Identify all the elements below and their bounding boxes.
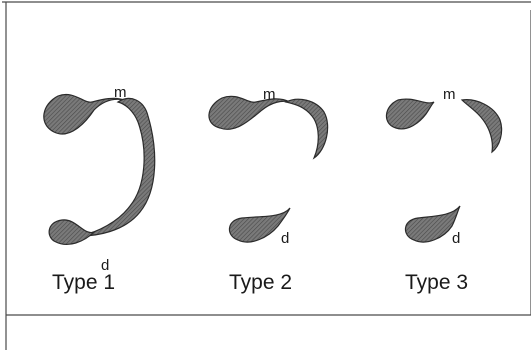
label-d: d [281,230,289,247]
panel-type-1: m d Type 1 [44,84,155,294]
panel-type-3: m d Type 3 [386,86,501,294]
caption-type-3: Type 3 [405,271,468,294]
label-d: d [452,230,460,247]
panel-type-2: m d Type 2 [209,86,328,294]
upper-right-tail-shape [462,100,502,152]
upper-left-drop-shape [386,99,434,129]
caption-type-1: Type 1 [52,271,115,294]
upper-arc-shape [286,99,328,158]
label-m: m [263,86,276,103]
upper-left-drop-shape [44,94,124,133]
connecting-arc-shape [80,98,155,236]
caption-type-2: Type 2 [229,271,292,294]
label-m: m [114,84,127,101]
label-m: m [443,86,456,103]
upper-left-drop-shape [209,96,290,129]
lower-drop-shape [49,220,94,245]
